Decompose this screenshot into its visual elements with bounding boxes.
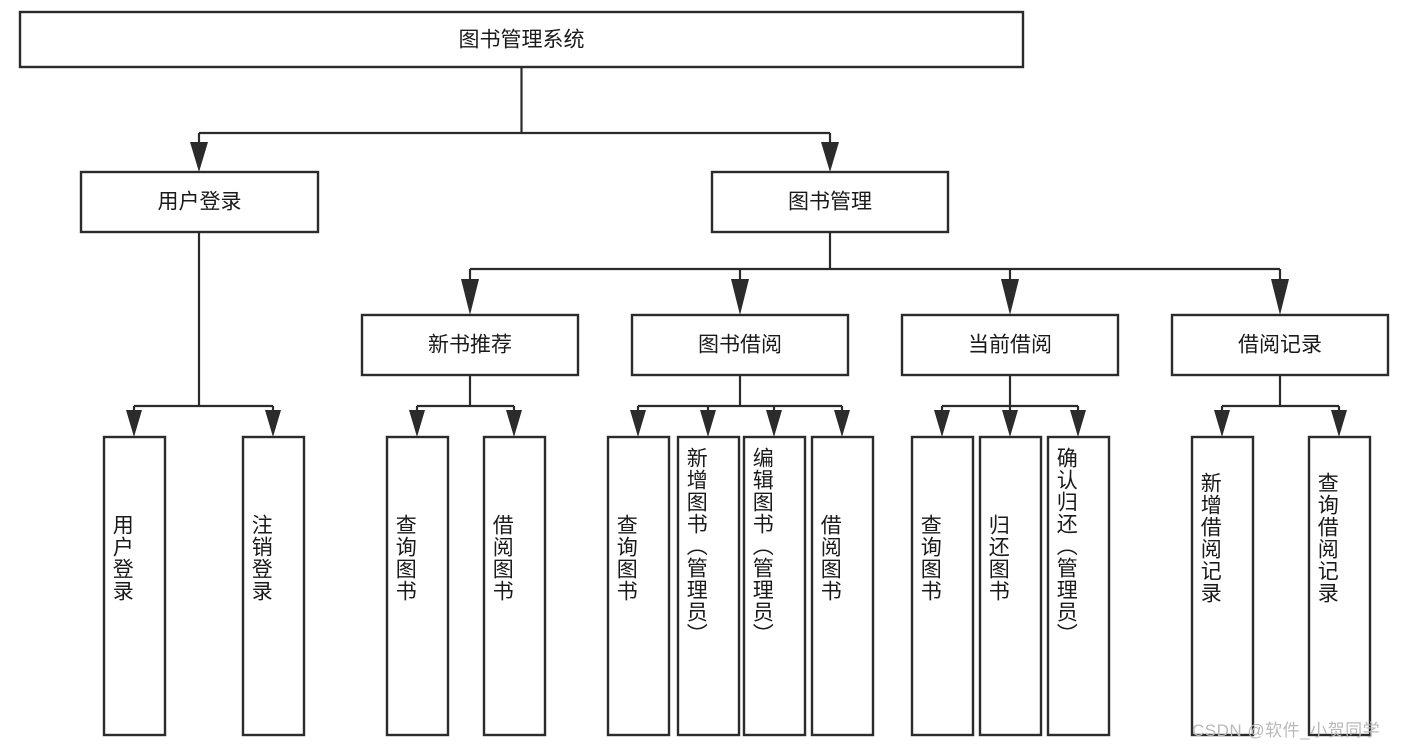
- arrow-leaf-add-book-icon: [700, 410, 716, 437]
- node-root[interactable]: [18, 10, 1025, 69]
- arrow-leaf-query-book-1-icon: [409, 410, 425, 437]
- node-root-label: 图书管理系统: [459, 29, 585, 52]
- node-new-book-recommend-label: 新书推荐: [428, 334, 512, 357]
- node-leaf-add-record[interactable]: [1190, 435, 1255, 737]
- node-current-borrow[interactable]: [900, 313, 1120, 377]
- node-leaf-query-book-2[interactable]: [606, 435, 671, 737]
- node-leaf-add-book[interactable]: [676, 435, 741, 737]
- node-user-login[interactable]: [79, 170, 320, 234]
- node-user-login-label: 用户登录: [158, 191, 242, 214]
- node-leaf-borrow-book-1[interactable]: [482, 435, 547, 737]
- node-leaf-query-book-1[interactable]: [385, 435, 450, 737]
- node-book-manage[interactable]: [710, 170, 950, 234]
- node-book-borrow[interactable]: [630, 313, 850, 377]
- node-leaf-edit-book[interactable]: [742, 435, 807, 737]
- node-book-borrow-label: 图书借阅: [698, 334, 782, 357]
- arrow-leaf-query-book-2-icon: [630, 410, 646, 437]
- arrow-leaf-confirm-return-icon: [1070, 410, 1086, 437]
- node-leaf-return-book[interactable]: [978, 435, 1043, 737]
- node-leaf-query-record[interactable]: [1307, 435, 1372, 737]
- arrow-book-manage-icon: [821, 142, 839, 172]
- arrow-leaf-user-logout-icon: [265, 410, 281, 437]
- node-leaf-query-book-3[interactable]: [910, 435, 975, 737]
- arrow-leaf-borrow-book-1-icon: [506, 410, 522, 437]
- node-borrow-record[interactable]: [1170, 313, 1390, 377]
- arrow-leaf-user-login-icon: [126, 410, 142, 437]
- arrow-leaf-borrow-book-2-icon: [834, 410, 850, 437]
- arrow-current-borrow-icon: [1001, 279, 1019, 315]
- arrow-borrow-record-icon: [1271, 279, 1289, 315]
- node-new-book-recommend[interactable]: [360, 313, 580, 377]
- arrow-leaf-add-record-icon: [1214, 410, 1230, 437]
- node-leaf-borrow-book-2[interactable]: [810, 435, 875, 737]
- node-layer: 图书管理系统 用户登录 图书管理 新书推荐 图书借阅 当前借阅 借阅记录: [18, 10, 1390, 737]
- arrow-new-book-recommend-icon: [461, 279, 479, 315]
- node-leaf-user-logout[interactable]: [241, 435, 306, 737]
- arrow-leaf-edit-book-icon: [766, 410, 782, 437]
- node-leaf-confirm-return[interactable]: [1046, 435, 1111, 737]
- arrow-user-login-icon: [190, 142, 208, 172]
- arrow-leaf-query-record-icon: [1331, 410, 1347, 437]
- node-book-manage-label: 图书管理: [788, 191, 872, 214]
- arrow-leaf-query-book-3-icon: [934, 410, 950, 437]
- node-borrow-record-label: 借阅记录: [1238, 334, 1322, 357]
- arrow-book-borrow-icon: [731, 279, 749, 315]
- csdn-watermark: CSDN @软件_小贺同学: [1192, 721, 1381, 740]
- connector-layer: [126, 67, 1347, 437]
- arrow-leaf-return-book-icon: [1002, 410, 1018, 437]
- node-leaf-user-login[interactable]: [102, 435, 167, 737]
- node-current-borrow-label: 当前借阅: [968, 334, 1052, 357]
